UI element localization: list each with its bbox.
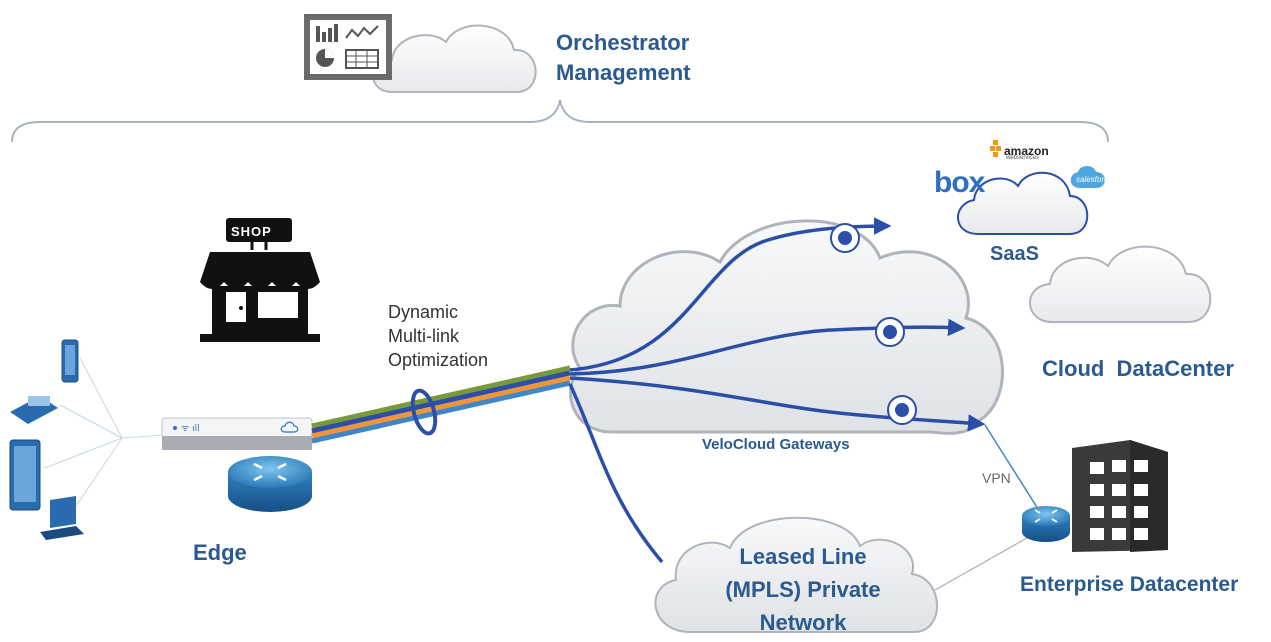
saas-cloud-icon [957,171,1089,235]
gateway-cloud-icon [569,219,1004,435]
mpls-to-router-line [934,533,1035,591]
vpn-label: VPN [982,470,1011,486]
amazon-logo [990,140,1001,157]
optimization-ring [410,388,438,436]
device-links [44,357,166,516]
salesforce-logo [1070,166,1105,188]
phone-icon [61,339,79,383]
gateway-icon [830,223,860,253]
dashboard-icon [304,14,392,80]
multi-link-bundle [311,365,571,444]
svg-text:ᯤ ıll: ᯤ ıll [181,424,200,434]
vpn-line [984,424,1041,513]
tablet-card-reader-icon [10,396,58,424]
shop-icon [200,218,320,342]
amazon-logo-text: amazon [1004,144,1049,158]
salesforce-logo-text: salesforce [1076,175,1113,184]
enterprise-router-icon [1022,506,1070,542]
orchestrator-brace [11,99,1109,143]
leased-line-label: Leased Line (MPLS) Private Network [725,544,881,635]
gateways-label: VeloCloud Gateways [702,436,850,453]
orchestrator-cloud-icon [372,24,537,93]
dynamic-optimization-label: Dynamic Multi-link Optimization [388,302,489,370]
cloud-datacenter-label: Cloud DataCenter [1042,356,1234,381]
datacenter-cloud-icon [1029,245,1212,323]
building-icon [1072,440,1168,552]
edge-appliance-icon: ᯤ ıll [161,417,313,450]
enterprise-datacenter-label: Enterprise Datacenter [1020,573,1239,596]
box-logo: box [934,166,985,199]
gateway-icon [887,395,917,425]
shop-sign-text: SHOP [231,224,272,239]
edge-label: Edge [193,540,247,565]
tablet-icon [9,439,41,511]
mpls-cloud-icon [654,516,938,633]
router-icon [228,456,312,512]
orchestrator-label: Orchestrator Management [556,30,691,85]
saas-label: SaaS [990,243,1039,265]
laptop-icon [40,496,84,540]
gateway-icon [875,317,905,347]
amazon-logo-subtext: webservices [1006,155,1040,161]
